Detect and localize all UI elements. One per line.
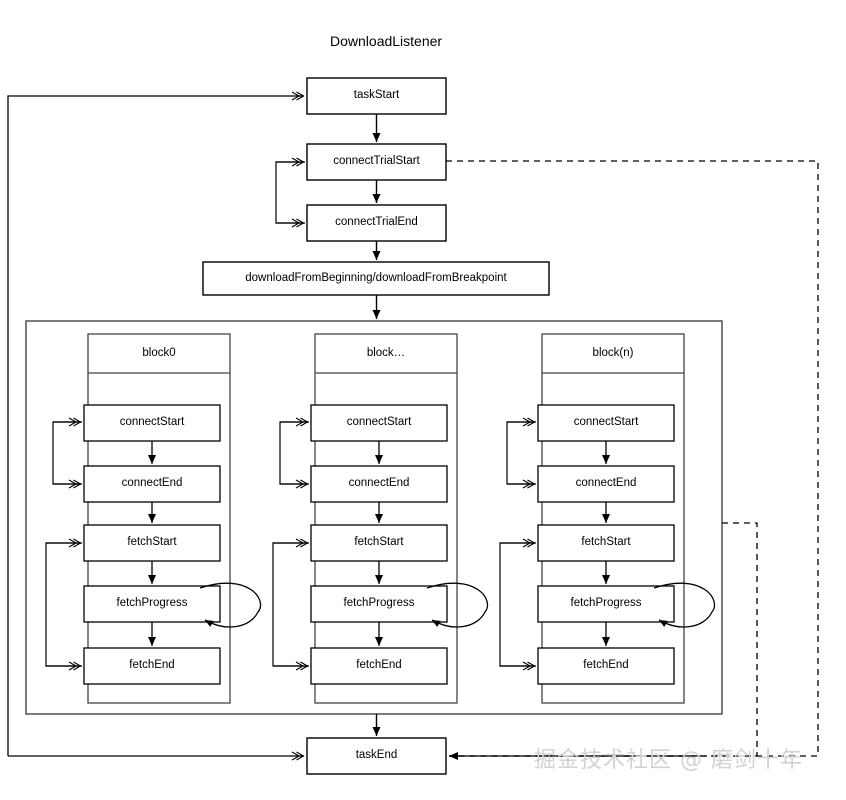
step-box-2-fetchEnd	[537, 647, 675, 685]
block-outer-0	[87, 333, 231, 704]
edge-2-selfloop-fetchProgress	[653, 582, 716, 628]
node-box-taskEnd	[306, 737, 447, 775]
step-box-1-fetchEnd	[310, 647, 448, 685]
step-box-0-fetchStart	[83, 524, 221, 562]
edge-1-retry-bracket-connect	[279, 421, 309, 485]
step-box-2-connectEnd	[537, 465, 675, 503]
step-box-0-connectStart	[83, 404, 221, 442]
node-box-connectTrialEnd	[306, 204, 447, 242]
step-box-2-fetchProgress	[537, 585, 675, 623]
watermark-text: 掘金技术社区 @ 磨剑十年	[534, 748, 803, 773]
step-box-2-connectStart	[537, 404, 675, 442]
step-box-0-connectEnd	[83, 465, 221, 503]
step-box-2-fetchStart	[537, 524, 675, 562]
edge-0-selfloop-fetchProgress	[199, 582, 262, 628]
step-box-0-fetchProgress	[83, 585, 221, 623]
step-box-1-connectStart	[310, 404, 448, 442]
block-group-0	[45, 333, 262, 704]
block-outer-1	[314, 333, 458, 704]
blocks-container	[25, 320, 723, 715]
node-box-connectTrialStart	[306, 143, 447, 181]
block-outer-2	[541, 333, 685, 704]
edge-0-retry-bracket-fetch	[45, 542, 82, 667]
edge-2-retry-bracket-fetch	[499, 542, 536, 667]
edge-0-retry-bracket-connect	[52, 421, 82, 485]
step-box-1-fetchStart	[310, 524, 448, 562]
step-box-1-fetchProgress	[310, 585, 448, 623]
edge-retry-bracket-connectTrial	[275, 161, 305, 224]
edge-1-selfloop-fetchProgress	[426, 582, 489, 628]
step-box-0-fetchEnd	[83, 647, 221, 685]
diagram-title: DownloadListener	[330, 33, 443, 49]
node-box-downloadFrom	[202, 261, 550, 296]
node-box-taskStart	[306, 77, 447, 115]
step-box-1-connectEnd	[310, 465, 448, 503]
block-group-1	[272, 333, 489, 704]
block-group-2	[499, 333, 716, 704]
edge-1-retry-bracket-fetch	[272, 542, 309, 667]
edge-2-retry-bracket-connect	[506, 421, 536, 485]
edge-rail-taskEnd-to-taskStart	[7, 91, 305, 756]
